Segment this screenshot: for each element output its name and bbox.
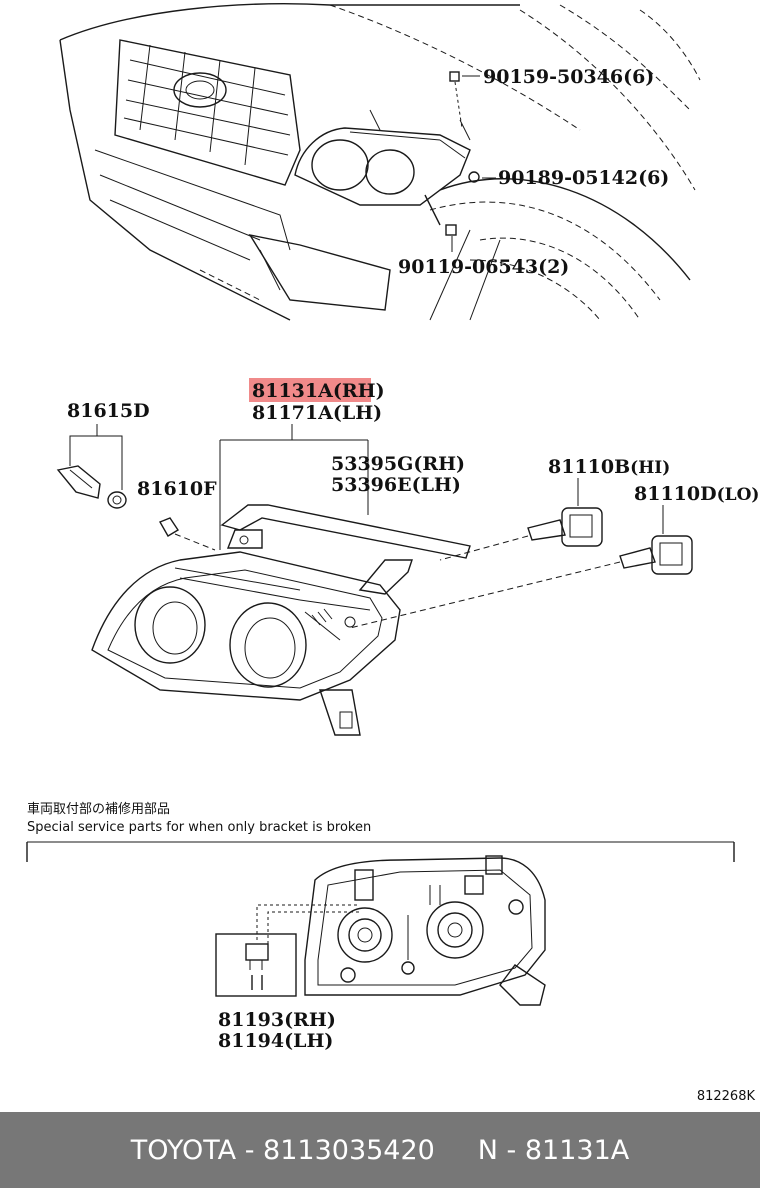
note-japanese: 車両取付部の補修用部品 (27, 802, 170, 817)
headlamp-assembly-part (91, 529, 413, 736)
headlamp-rear-view (304, 855, 546, 1006)
socket-part (56, 465, 127, 509)
label-headlamp-lh: 81171A(LH) (252, 402, 382, 424)
label-seal-rh: 53395G(RH) (331, 453, 465, 475)
hi-bulb-part (439, 507, 603, 561)
label-bolt-90189-05142: 90189-05142(6) (498, 167, 669, 189)
footer-bar: TOYOTA - 8113035420 N - 81131A (0, 1112, 760, 1188)
label-bracket-lh: 81194(LH) (218, 1030, 333, 1052)
bracket-inset-box (215, 933, 297, 997)
footer-part-number: TOYOTA - 8113035420 (130, 1134, 435, 1166)
label-seal-lh: 53396E(LH) (331, 474, 461, 496)
vehicle-front-illustration (59, 3, 701, 321)
parts-diagram: 90159-50346(6) 90189-05142(6) 90119-0654… (26, 3, 759, 1104)
footer-spacer (435, 1135, 478, 1166)
label-bulb-lo: 81110D(LO) (634, 483, 759, 505)
small-bulb-part (158, 517, 216, 551)
label-headlamp-rh: 81131A(RH) (252, 380, 385, 402)
bracket-part (245, 904, 360, 990)
label-bolt-90159-50346: 90159-50346(6) (483, 66, 654, 88)
diagram-code: 812268K (697, 1089, 756, 1104)
highlight-box (249, 378, 371, 402)
lo-bulb-part (349, 535, 693, 629)
label-bracket-rh: 81193(RH) (218, 1009, 336, 1031)
note-english: Special service parts for when only brac… (27, 820, 371, 835)
label-socket-81615d: 81615D (67, 400, 150, 422)
label-bolt-90119-06543: 90119-06543(2) (398, 256, 569, 278)
footer-ref-number: N - 81131A (477, 1134, 630, 1166)
seal-strip-part (220, 504, 471, 559)
label-bulb-hi: 81110B(HI) (548, 456, 670, 478)
label-bulb-81610f: 81610F (137, 478, 217, 500)
